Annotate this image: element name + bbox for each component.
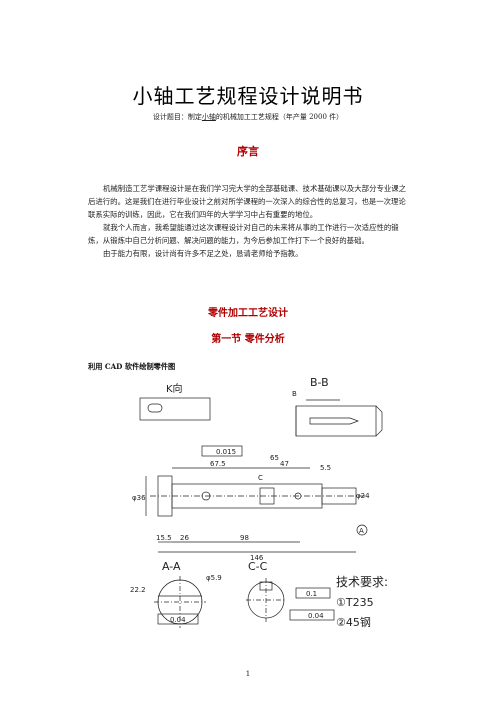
dim-22-2-label: 22.2 <box>130 586 146 594</box>
view-cc-label: C-C <box>248 560 268 573</box>
k-view-slot <box>147 403 163 413</box>
dim-phi24-label: φ24 <box>356 492 370 500</box>
section-heading: 零件加工工艺设计 <box>208 308 288 319</box>
figure-caption: 利用 CAD 软件绘制零件图 <box>88 362 176 371</box>
preface-heading: 序言 <box>237 145 259 158</box>
section-c-label: C <box>258 474 263 482</box>
view-k-label: K向 <box>166 382 183 395</box>
tech-req-2: ②45钢 <box>336 616 371 629</box>
dim-47-label: 47 <box>280 460 289 468</box>
tol-4-value: 0.04 <box>308 612 324 620</box>
tol-frame-cc <box>295 587 331 599</box>
cross-hole-2 <box>294 492 302 500</box>
cross-hole-1 <box>201 491 211 501</box>
design-topic: 设计题目：制定小轴的机械加工工艺规程（年产量 2000 件） <box>0 112 496 122</box>
preface-paragraph-1: 机械制造工艺学课程设计是在我们学习完大学的全部基础课、技术基础课以及大部分专业课… <box>88 184 407 219</box>
dim-total-label: 146 <box>250 554 264 562</box>
tol-2-value: 0.04 <box>170 616 186 624</box>
preface-paragraph-3: 由于能力有限，设计尚有许多不足之处，恳请老师给予指教。 <box>103 249 303 258</box>
dim-98-label: 98 <box>240 534 249 542</box>
dim-67-5-label: 67.5 <box>210 460 226 468</box>
tech-req-title: 技术要求: <box>336 575 388 589</box>
design-topic-suffix: 的机械加工工艺规程（年产量 2000 件） <box>215 113 344 121</box>
page-number: 1 <box>245 670 251 678</box>
tol-frame-aa <box>157 613 199 625</box>
subsection-heading: 第一节 零件分析 <box>211 334 285 345</box>
dim-phi36-label: φ36 <box>132 494 146 502</box>
dim-15-5-label: 15.5 <box>156 534 172 542</box>
datum-a-label: A <box>359 527 364 535</box>
document-title: 小轴工艺规程设计说明书 <box>132 84 364 108</box>
tol-1-value: 0.015 <box>216 448 236 456</box>
bb-view-outline <box>295 405 377 437</box>
part-drawing: K向 B-B A-A C-C 技术要求: ①T235 ②45钢 146 67.5… <box>130 376 388 629</box>
view-aa-label: A-A <box>162 560 181 573</box>
view-bb-label: B-B <box>310 376 329 389</box>
tol-3-value: 0.1 <box>306 590 317 598</box>
tol-frame-1 <box>201 445 243 457</box>
keyway <box>259 487 275 505</box>
bb-view-slot <box>309 417 359 425</box>
design-topic-prefix: 设计题目：制定 <box>152 113 202 121</box>
tol-frame-cc-2 <box>289 609 335 621</box>
datum-a-circle <box>356 524 368 536</box>
section-b-label: B <box>292 390 297 398</box>
design-topic-underlined: 小轴 <box>201 113 216 121</box>
tech-req-1: ①T235 <box>336 596 374 609</box>
preface-body: 机械制造工艺学课程设计是在我们学习完大学的全部基础课、技术基础课以及大部分专业课… <box>88 182 413 260</box>
k-view-outline <box>139 397 211 421</box>
preface-paragraph-2: 就我个人而言，我希望能通过这次课程设计对自己的未来将从事的工作进行一次适应性的锻… <box>88 223 399 245</box>
dim-26-label: 26 <box>180 534 189 542</box>
dim-phi5-label: φ5.9 <box>206 574 222 582</box>
dim-5-5-label: 5.5 <box>320 464 331 472</box>
dim-65-label: 65 <box>270 454 279 462</box>
